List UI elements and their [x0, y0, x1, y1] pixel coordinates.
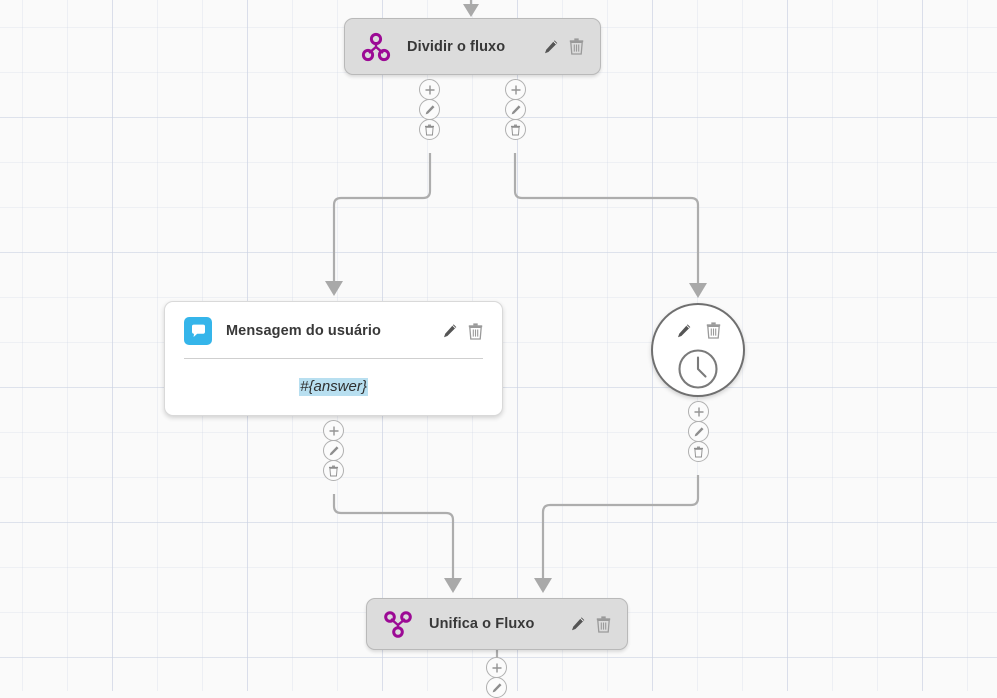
- node-clock-actions: [653, 322, 743, 339]
- node-split-title: Dividir o fluxo: [407, 38, 506, 55]
- edit-icon[interactable]: [570, 616, 586, 632]
- node-merge-actions: [570, 615, 611, 633]
- port-stack-message[interactable]: [323, 420, 344, 481]
- delete-icon[interactable]: [706, 322, 721, 339]
- port-stack-split-left[interactable]: [419, 79, 440, 140]
- split-flow-icon: [361, 32, 391, 62]
- add-port-button[interactable]: [688, 401, 709, 422]
- edge-clock-to-merge: [541, 475, 700, 578]
- node-clock-delay[interactable]: [651, 303, 745, 397]
- arrowhead-clock-in: [689, 283, 707, 298]
- delete-port-button[interactable]: [688, 441, 709, 462]
- arrowhead-into-split: [463, 4, 479, 17]
- delete-port-button[interactable]: [419, 119, 440, 140]
- edit-icon[interactable]: [442, 323, 458, 339]
- edit-port-button[interactable]: [323, 440, 344, 461]
- node-mensagem-do-usuario[interactable]: Mensagem do usuário: [164, 301, 503, 416]
- edit-icon[interactable]: [543, 39, 559, 55]
- edit-port-button[interactable]: [688, 421, 709, 442]
- port-stack-merge[interactable]: [486, 657, 507, 698]
- node-message-title: Mensagem do usuário: [226, 323, 381, 339]
- divider: [184, 358, 483, 359]
- arrowhead-message-in: [325, 281, 343, 296]
- node-message-header: Mensagem do usuário: [165, 302, 502, 345]
- edge-split-right-to-clock: [513, 153, 700, 283]
- add-port-button[interactable]: [486, 657, 507, 678]
- delete-port-button[interactable]: [505, 119, 526, 140]
- node-unifica-o-fluxo[interactable]: Unifica o Fluxo: [366, 598, 628, 650]
- delete-icon[interactable]: [569, 38, 584, 55]
- message-variable-token: #{answer}: [299, 377, 368, 397]
- delete-icon[interactable]: [596, 615, 611, 633]
- chat-bubble-icon: [184, 317, 212, 345]
- edit-port-button[interactable]: [419, 99, 440, 120]
- node-message-body: #{answer}: [165, 359, 502, 415]
- arrowhead-merge-in-left: [444, 578, 462, 593]
- delete-port-button[interactable]: [323, 460, 344, 481]
- arrowhead-merge-in-right: [534, 578, 552, 593]
- edit-port-button[interactable]: [486, 677, 507, 698]
- clock-icon: [678, 349, 718, 389]
- port-stack-clock[interactable]: [688, 401, 709, 462]
- edge-split-left-to-message: [332, 153, 432, 281]
- edit-icon[interactable]: [676, 322, 692, 339]
- node-merge-title: Unifica o Fluxo: [429, 616, 535, 632]
- add-port-button[interactable]: [323, 420, 344, 441]
- add-port-button[interactable]: [419, 79, 440, 100]
- add-port-button[interactable]: [505, 79, 526, 100]
- edge-message-to-merge: [332, 494, 455, 578]
- port-stack-split-right[interactable]: [505, 79, 526, 140]
- merge-flow-icon: [383, 609, 413, 639]
- node-message-actions: [442, 322, 483, 340]
- node-dividir-o-fluxo[interactable]: Dividir o fluxo: [344, 18, 601, 75]
- node-split-actions: [543, 38, 584, 55]
- edit-port-button[interactable]: [505, 99, 526, 120]
- delete-icon[interactable]: [468, 322, 483, 340]
